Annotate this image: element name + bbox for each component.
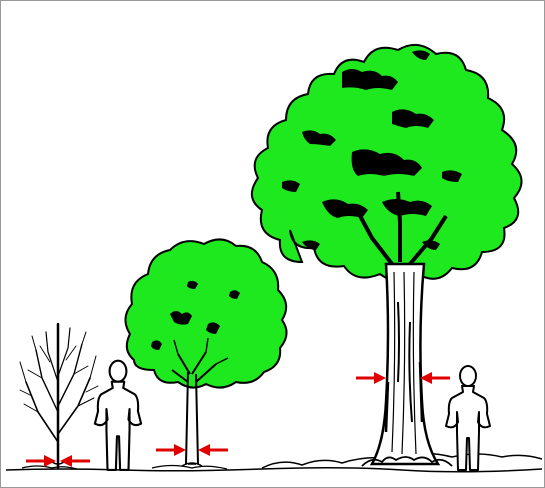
young-tree-diameter-arrows [156, 444, 228, 456]
sapling-tree [20, 324, 98, 468]
person-figure-left [95, 361, 141, 470]
young-tree [125, 239, 286, 466]
